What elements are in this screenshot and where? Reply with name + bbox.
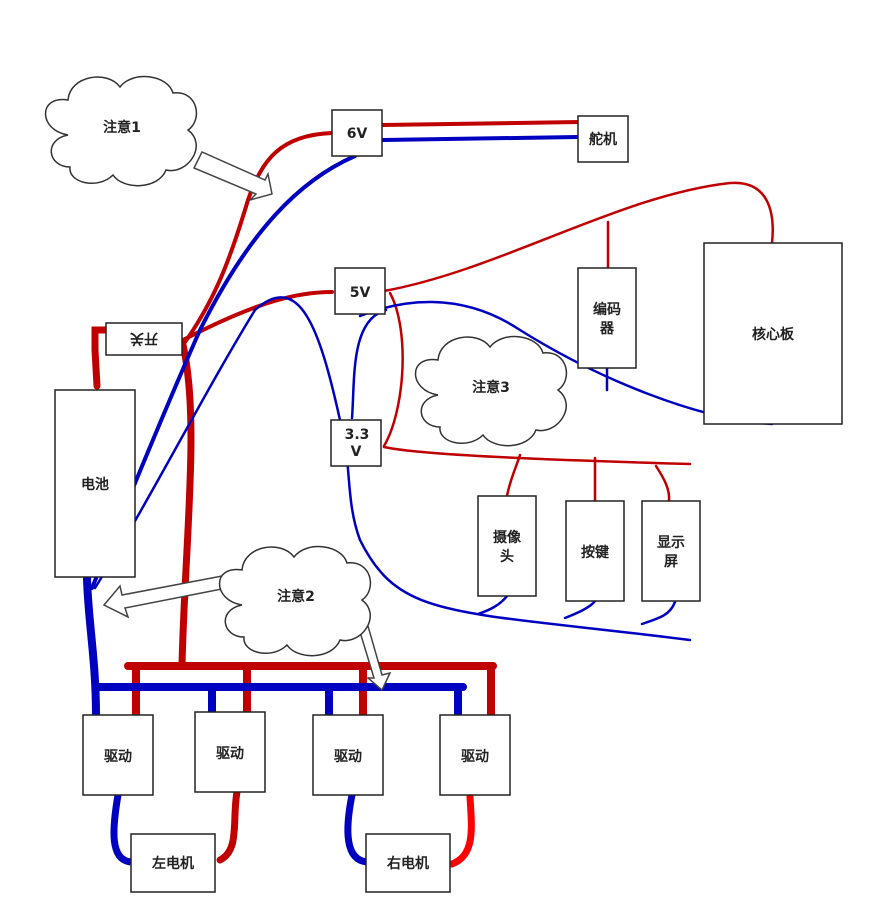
label-driver-3: 驱动 <box>334 748 362 765</box>
label-3v3-top: 3.3 <box>345 427 370 443</box>
arrow-note2-down <box>356 618 392 692</box>
label-driver-2: 驱动 <box>216 745 244 762</box>
note1-label: 注意1 <box>103 119 141 136</box>
note3-label: 注意3 <box>472 379 510 396</box>
box-5v: 5V <box>334 267 386 315</box>
box-display: 显示 屏 <box>641 500 701 602</box>
box-camera: 摄像 头 <box>477 495 537 597</box>
label-servo: 舵机 <box>589 131 617 148</box>
label-encoder-1: 编码 <box>593 301 621 318</box>
box-switch: 开关 <box>105 322 183 356</box>
box-servo: 舵机 <box>577 115 629 163</box>
box-6v: 6V <box>331 109 383 157</box>
label-6v: 6V <box>347 126 368 142</box>
label-5v: 5V <box>350 285 371 301</box>
label-core-board: 核心板 <box>752 326 795 343</box>
note3-cloud: 注意3 <box>414 335 568 447</box>
label-encoder-2: 器 <box>599 321 615 337</box>
label-battery: 电池 <box>81 476 109 493</box>
box-driver-3: 驱动 <box>312 714 384 796</box>
arrow-note1 <box>192 151 273 202</box>
box-left-motor: 左电机 <box>130 833 216 893</box>
label-display-1: 显示 <box>657 535 685 551</box>
box-driver-1: 驱动 <box>82 714 154 796</box>
box-right-motor: 右电机 <box>365 833 451 893</box>
label-left-motor: 左电机 <box>151 855 194 872</box>
note-arrows <box>102 151 392 692</box>
label-driver-4: 驱动 <box>461 748 489 765</box>
box-core-board: 核心板 <box>703 242 843 425</box>
label-camera-2: 头 <box>500 548 514 565</box>
box-driver-2: 驱动 <box>194 711 266 793</box>
box-encoder: 编码 器 <box>577 267 637 369</box>
label-button: 按键 <box>581 544 610 561</box>
box-driver-4: 驱动 <box>439 714 511 796</box>
label-camera-1: 摄像 <box>493 529 522 546</box>
label-display-2: 屏 <box>664 554 678 570</box>
box-button: 按键 <box>565 500 625 602</box>
label-driver-1: 驱动 <box>104 748 132 765</box>
label-3v3-bottom: V <box>351 444 362 460</box>
label-right-motor: 右电机 <box>386 855 429 872</box>
arrow-note2 <box>102 572 243 619</box>
note2-cloud: 注意2 <box>218 545 372 657</box>
note2-label: 注意2 <box>277 588 315 605</box>
note1-cloud: 注意1 <box>44 75 198 187</box>
right-motor-red-wire <box>448 793 475 868</box>
box-battery: 电池 <box>54 389 136 578</box>
box-3v3: 3.3 V <box>330 419 382 467</box>
label-switch: 开关 <box>130 330 158 347</box>
